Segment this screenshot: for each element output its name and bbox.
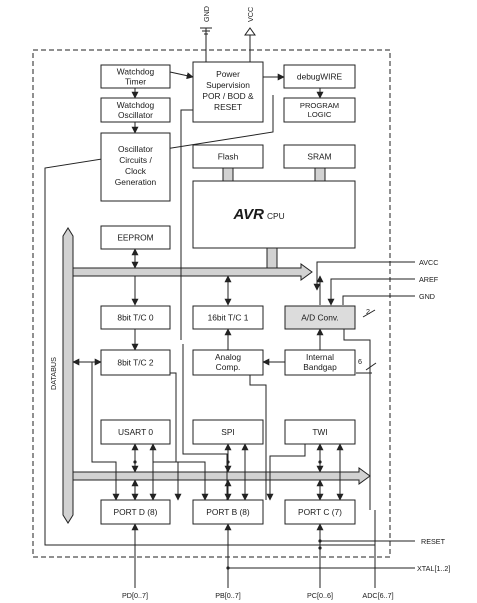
gnd-pin: GND xyxy=(200,6,212,62)
port-d-block: PORT D (8) xyxy=(100,499,171,525)
bandgap-line-1: Internal xyxy=(306,352,334,362)
oscillator-line-2: Circuits / xyxy=(119,155,152,165)
usart-label: USART 0 xyxy=(118,427,153,437)
connection-wires xyxy=(44,71,415,588)
cpu-block: AVR CPU xyxy=(192,180,356,249)
port-c-block: PORT C (7) xyxy=(284,499,356,525)
tc1-label: 16bit T/C 1 xyxy=(208,313,249,323)
databus-label: DATABUS xyxy=(49,357,58,390)
reset-pin-label: RESET xyxy=(421,537,446,546)
sram-block: SRAM xyxy=(283,144,356,169)
xtal-pin-label: XTAL[1..2] xyxy=(417,564,450,573)
aref-label: AREF xyxy=(419,275,439,284)
port-b-label: PORT B (8) xyxy=(206,507,250,517)
watchdog-timer-line-1: Watchdog xyxy=(117,67,155,77)
pc-pin-label: PC[0..6] xyxy=(307,591,333,600)
power-line-4: RESET xyxy=(214,102,242,112)
usart-block: USART 0 xyxy=(100,419,171,445)
watchdog-timer-line-2: Timer xyxy=(125,77,146,87)
avcc-label: AVCC xyxy=(419,258,438,267)
port-b-block: PORT B (8) xyxy=(192,499,264,525)
junction-dots xyxy=(133,460,322,570)
analog-gnd-label: GND xyxy=(419,292,435,301)
databus: DATABUS xyxy=(49,227,74,524)
gnd-label: GND xyxy=(202,6,211,22)
tc0-label: 8bit T/C 0 xyxy=(117,313,153,323)
pb-pin-label: PB[0..7] xyxy=(215,591,241,600)
oscillator-line-4: Generation xyxy=(115,177,157,187)
port-d-label: PORT D (8) xyxy=(114,507,158,517)
adc-label: A/D Conv. xyxy=(301,313,339,323)
sram-label: SRAM xyxy=(307,152,331,162)
power-line-2: Supervision xyxy=(206,80,250,90)
adc-block: A/D Conv. xyxy=(284,305,356,330)
flash-label: Flash xyxy=(218,152,239,162)
bandgap-line-2: Bandgap xyxy=(303,362,337,372)
vcc-pin: VCC xyxy=(244,7,256,62)
eeprom-block: EEPROM xyxy=(100,225,171,250)
program-logic-line-1: PROGRAM xyxy=(300,101,339,110)
oscillator-line-1: Oscillator xyxy=(118,144,153,154)
twi-block: TWI xyxy=(284,419,356,445)
oscillator-line-3: Clock xyxy=(125,166,147,176)
spi-block: SPI xyxy=(192,419,264,445)
cpu-label: CPU xyxy=(267,211,285,221)
tc0-block: 8bit T/C 0 xyxy=(100,305,171,330)
flash-block: Flash xyxy=(192,144,264,169)
power-line-1: Power xyxy=(216,69,240,79)
eeprom-label: EEPROM xyxy=(117,233,153,243)
watchdog-oscillator-line-1: Watchdog xyxy=(117,100,155,110)
vcc-label: VCC xyxy=(246,7,255,22)
bus-width-six: 6 xyxy=(358,357,362,366)
lower-data-bus xyxy=(72,467,371,485)
pd-pin-label: PD[0..7] xyxy=(122,591,148,600)
tc1-block: 16bit T/C 1 xyxy=(192,305,264,330)
adc-pin-label: ADC[6..7] xyxy=(362,591,393,600)
analog-comp-line-1: Analog xyxy=(215,352,241,362)
twi-label: TWI xyxy=(312,427,327,437)
chip-boundary xyxy=(32,49,391,558)
spi-label: SPI xyxy=(221,427,235,437)
port-c-label: PORT C (7) xyxy=(298,507,342,517)
tc2-label: 8bit T/C 2 xyxy=(117,358,153,368)
watchdog-oscillator-line-2: Oscillator xyxy=(118,110,153,120)
debugwire-label: debugWIRE xyxy=(297,72,343,82)
program-logic-line-2: LOGIC xyxy=(308,110,332,119)
bus-width-two: 2 xyxy=(366,307,370,316)
tc2-block: 8bit T/C 2 xyxy=(100,349,171,376)
avr-logo: AVR xyxy=(232,206,264,223)
power-line-3: POR / BOD & xyxy=(202,91,254,101)
debugwire-block: debugWIRE xyxy=(283,64,356,89)
analog-comp-line-2: Comp. xyxy=(216,362,241,372)
